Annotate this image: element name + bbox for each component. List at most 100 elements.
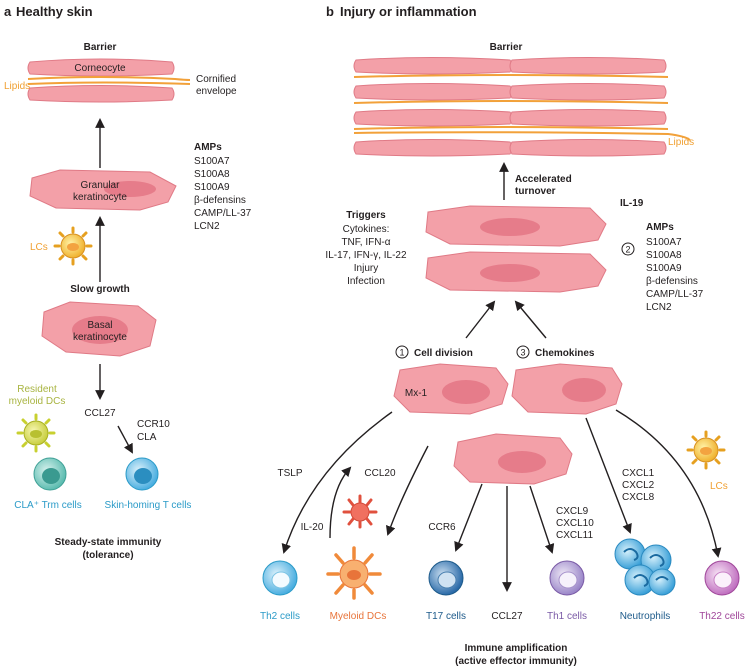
cxcl-neut-1: CXCL2	[622, 480, 655, 491]
immune-amplification-label-1: Immune amplification	[465, 643, 568, 654]
panel-b-letter: b	[326, 4, 334, 19]
panel-b-ccl27-label: CCL27	[491, 611, 523, 622]
th2-cell-icon	[262, 560, 298, 596]
granular-keratinocyte-cell	[29, 169, 177, 211]
cell-division-label: Cell division	[414, 348, 473, 359]
basal-label-1: Basal	[87, 320, 112, 331]
panel-a-amp-5: LCN2	[194, 221, 220, 232]
trigger-line-0: Cytokines:	[343, 224, 390, 235]
corneocyte-layer-1	[27, 58, 175, 77]
neutrophils-icon	[614, 538, 676, 596]
ccl20-label: CCL20	[364, 468, 396, 479]
myeloid-label: Myeloid DCs	[330, 611, 387, 622]
panel-a-lcs-label: LCs	[30, 242, 48, 253]
cxcl-th1-2: CXCL11	[556, 530, 593, 541]
lipid-line-a2	[27, 81, 191, 85]
cornified-label-2: envelope	[196, 86, 237, 97]
trigger-line-1: TNF, IFN-α	[341, 237, 390, 248]
panel-a-lipids-label: Lipids	[4, 81, 30, 92]
resident-myeloid-dc-icon	[16, 413, 56, 453]
step-1-circle	[395, 345, 409, 359]
il19-label: IL-19	[620, 198, 644, 209]
panel-a-amp-1: S100A8	[194, 169, 230, 180]
cxcl-th1-1: CXCL10	[556, 518, 594, 529]
panel-b-amp-2: S100A9	[646, 263, 682, 274]
ccr10-label: CCR10	[137, 419, 170, 430]
arrow-il20-up	[329, 466, 352, 539]
cxcl-neut-2: CXCL8	[622, 492, 655, 503]
panel-a-amp-4: CAMP/LL-37	[194, 208, 252, 219]
t17-cell-icon	[428, 560, 464, 596]
panel-b-amps-title: AMPs	[646, 222, 674, 233]
arrow-neutrophils	[585, 417, 632, 534]
panel-b-amp-1: S100A8	[646, 250, 682, 261]
tslp-label: TSLP	[277, 468, 302, 479]
prolif-nucleus-2	[480, 264, 540, 282]
granular-label-1: Granular	[81, 180, 121, 191]
th1-label: Th1 cells	[547, 611, 587, 622]
panel-a-barrier-label: Barrier	[84, 42, 117, 53]
panel-b-lipids-label: Lipids	[668, 137, 694, 148]
corneocyte-label: Corneocyte	[74, 63, 126, 74]
accelerated-label-2: turnover	[515, 186, 556, 197]
trigger-line-3: Injury	[354, 263, 378, 274]
step-1-number: 1	[399, 348, 404, 358]
panel-a-title: Healthy skin	[16, 4, 93, 19]
panel-b-amp-5: LCN2	[646, 302, 672, 313]
keratinocyte-right-nucleus	[562, 378, 606, 402]
th22-label: Th22 cells	[699, 611, 745, 622]
cla-label: CLA	[137, 432, 157, 443]
panel-a: a Healthy skin Barrier Corneocyte Lipids…	[4, 4, 252, 561]
panel-b-title: Injury or inflammation	[340, 4, 477, 19]
arrow-th1	[529, 485, 555, 554]
prolif-nucleus-1	[480, 218, 540, 236]
resident-label-2: myeloid DCs	[9, 396, 66, 407]
panel-b: b Injury or inflammation Barrier Lipids …	[260, 4, 745, 667]
panel-b-amp-4: CAMP/LL-37	[646, 289, 704, 300]
cla-trm-cell-icon	[33, 457, 67, 491]
immune-amplification-label-2: (active effector immunity)	[455, 656, 577, 667]
myeloid-dc-icon	[326, 546, 382, 600]
cxcl-th1-0: CXCL9	[556, 506, 589, 517]
arrow-ccr6-t17	[454, 483, 483, 552]
cla-trm-label: CLA⁺ Trm cells	[14, 500, 82, 511]
step-2-number: 2	[625, 245, 630, 255]
panel-b-barrier-label: Barrier	[490, 42, 523, 53]
th22-cell-icon	[704, 560, 740, 596]
cxcl-neut-0: CXCL1	[622, 468, 655, 479]
step-2-circle	[621, 242, 635, 256]
resident-label-1: Resident	[17, 384, 57, 395]
steady-state-label-2: (tolerance)	[82, 550, 133, 561]
neutrophils-label: Neutrophils	[620, 611, 671, 622]
t17-label: T17 cells	[426, 611, 466, 622]
panel-a-amp-3: β-defensins	[194, 195, 246, 206]
activated-dc-icon	[342, 494, 378, 529]
arrow-tslp-th2	[281, 411, 393, 554]
ccr6-label: CCR6	[428, 522, 456, 533]
th2-label: Th2 cells	[260, 611, 300, 622]
arrow-th22	[615, 409, 722, 558]
arrow-ccl27-to-tcell	[117, 425, 133, 454]
panel-a-letter: a	[4, 4, 12, 19]
panel-a-ccl27-label: CCL27	[84, 408, 116, 419]
granular-label-2: keratinocyte	[73, 192, 127, 203]
panel-b-corneocyte-stack	[353, 57, 691, 157]
mx1-label: Mx-1	[405, 388, 428, 399]
triggers-title: Triggers	[346, 210, 386, 221]
panel-a-amp-2: S100A9	[194, 182, 230, 193]
panel-a-amps-title: AMPs	[194, 142, 222, 153]
panel-b-amp-0: S100A7	[646, 237, 682, 248]
steady-state-label-1: Steady-state immunity	[55, 537, 162, 548]
trigger-line-2: IL-17, IFN-γ, IL-22	[325, 250, 407, 261]
arrow-division-up	[465, 300, 496, 339]
corneocyte-layer-2	[27, 85, 175, 103]
th1-cell-icon	[549, 560, 585, 596]
basal-label-2: keratinocyte	[73, 332, 127, 343]
step-3-circle	[516, 345, 530, 359]
arrow-chemokines-up	[514, 300, 547, 339]
panel-a-amp-0: S100A7	[194, 156, 230, 167]
accelerated-label-1: Accelerated	[515, 174, 572, 185]
panel-b-langerhans-icon	[686, 430, 726, 470]
chemokines-label: Chemokines	[535, 348, 595, 359]
